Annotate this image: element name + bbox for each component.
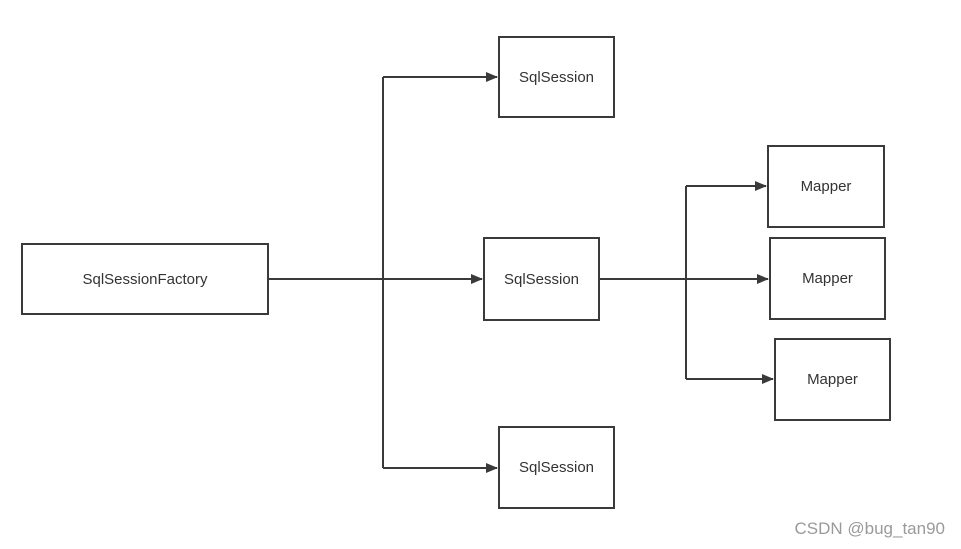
node-sqlsession-bottom: SqlSession <box>498 426 615 509</box>
node-mapper-2: Mapper <box>769 237 886 320</box>
node-mapper-3: Mapper <box>774 338 891 421</box>
node-label: SqlSession <box>503 270 580 288</box>
node-label: SqlSessionFactory <box>82 270 208 288</box>
watermark: CSDN @bug_tan90 <box>794 519 945 538</box>
node-mapper-1: Mapper <box>767 145 885 228</box>
node-label: Mapper <box>807 371 858 388</box>
node-label: SqlSession <box>518 459 595 476</box>
node-sqlsessionfactory: SqlSessionFactory <box>21 243 269 315</box>
node-label: SqlSession <box>518 68 595 86</box>
node-sqlsession-top: SqlSession <box>498 36 615 118</box>
node-sqlsession-middle: SqlSession <box>483 237 600 321</box>
node-label: Mapper <box>800 178 852 195</box>
node-label: Mapper <box>802 270 853 287</box>
